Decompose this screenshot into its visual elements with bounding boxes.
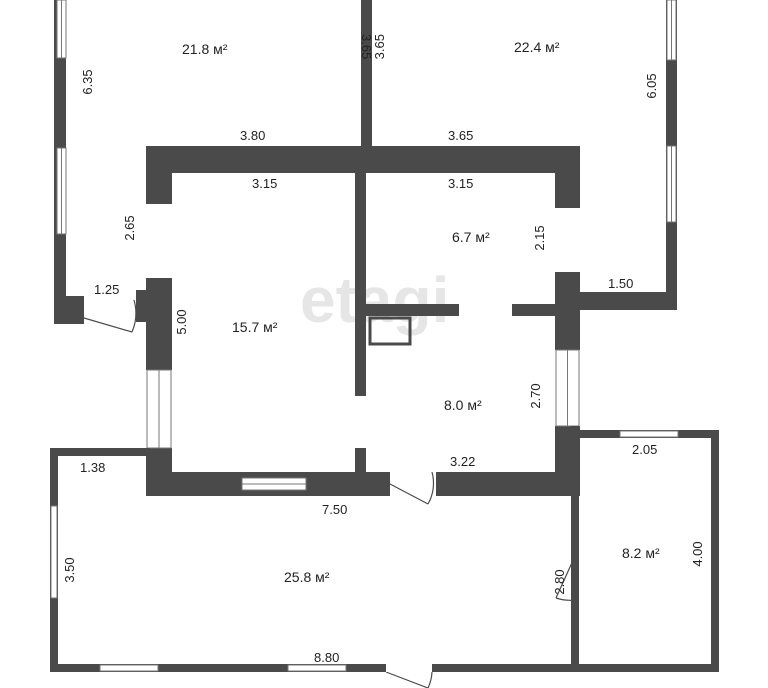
window-lower-left xyxy=(50,505,58,599)
area-label: 6.7 м² xyxy=(452,229,490,245)
door-lower-bottom xyxy=(385,664,433,688)
dimension-label: 3.65 xyxy=(359,34,374,59)
door-central-bottom xyxy=(389,471,435,505)
dimension-label: 7.50 xyxy=(322,502,347,517)
area-label: 15.7 м² xyxy=(232,319,278,335)
dimension-label: 2.80 xyxy=(552,569,567,594)
window-upper-right-1 xyxy=(666,0,677,61)
dimension-label: 3.15 xyxy=(252,176,277,191)
wall-central-partition xyxy=(355,170,459,474)
dimension-label: 1.50 xyxy=(608,276,633,291)
area-label: 25.8 м² xyxy=(284,569,330,585)
area-label: 8.0 м² xyxy=(444,397,482,413)
dimension-label: 2.65 xyxy=(122,215,137,240)
window-central-bottom xyxy=(241,477,307,491)
window-lower-bottom-2 xyxy=(287,664,347,672)
dimension-label: 6.35 xyxy=(80,69,95,94)
wall-central-bottom xyxy=(146,472,580,496)
window-lower-bottom-1 xyxy=(99,664,159,672)
wall-upper-divider xyxy=(361,0,372,150)
wall-upper-right xyxy=(576,0,677,310)
dimension-label: 3.80 xyxy=(240,128,265,143)
window-central-left xyxy=(146,369,172,449)
window-upper-left-1 xyxy=(56,0,67,59)
dimension-label: 2.15 xyxy=(532,225,547,250)
area-label: 21.8 м² xyxy=(182,41,228,57)
dimension-label: 3.65 xyxy=(448,128,473,143)
dimension-label: 3.15 xyxy=(448,176,473,191)
wall-central-right xyxy=(512,146,580,496)
dimension-label: 2.70 xyxy=(528,383,543,408)
wall-central-top xyxy=(146,146,580,173)
window-lower-right xyxy=(619,430,679,438)
dimension-label: 4.00 xyxy=(690,541,705,566)
area-label: 22.4 м² xyxy=(514,39,560,55)
door-upper-left xyxy=(83,299,137,333)
watermark: etagi xyxy=(300,264,449,336)
window-upper-left-2 xyxy=(56,147,67,235)
window-upper-right-2 xyxy=(666,145,677,223)
dimension-label: 5.00 xyxy=(174,309,189,334)
dimension-label: 1.38 xyxy=(80,460,105,475)
dimension-label: 2.05 xyxy=(632,442,657,457)
area-label: 8.2 м² xyxy=(622,545,660,561)
window-central-right xyxy=(555,349,580,427)
dimension-label: 3.22 xyxy=(450,454,475,469)
dimension-label: 6.05 xyxy=(644,73,659,98)
dimension-label: 1.25 xyxy=(94,282,119,297)
dimension-label: 3.50 xyxy=(62,557,77,582)
dimension-label: 8.80 xyxy=(314,650,339,665)
dimension-label: 3.65 xyxy=(372,34,387,59)
